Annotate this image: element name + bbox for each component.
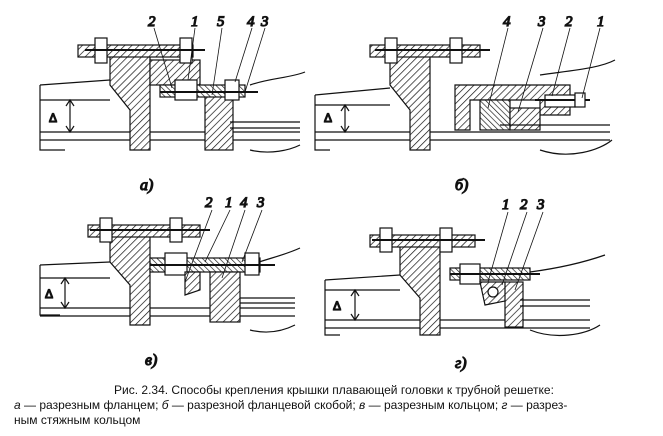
- caption-text-a: — разрезным фланцем;: [20, 398, 162, 412]
- panel-d-number-1: 1: [502, 197, 510, 213]
- panel-a-number-4: 4: [247, 14, 255, 30]
- caption-legend: а — разрезным фланцем; б — разрезной фла…: [14, 398, 654, 413]
- caption-key-g: г: [501, 398, 508, 412]
- panel-c-label: в): [145, 352, 157, 369]
- caption-key-b: б: [161, 398, 169, 412]
- figure-drawings: 2 1 5 4 3 Δ а) 4 3 2 1 Δ б): [39, 13, 616, 373]
- panel-b-number-1: 1: [597, 14, 605, 30]
- panel-c-number-4: 4: [240, 195, 248, 211]
- caption-text-b: — разрезной фланцевой скобой;: [168, 398, 360, 412]
- panel-a-number-5: 5: [217, 14, 225, 30]
- panel-c-number-2: 2: [205, 195, 213, 211]
- panel-a-number-3: 3: [260, 14, 269, 30]
- panel-d-number-3: 3: [536, 197, 545, 213]
- panel-a-drawing: [39, 27, 306, 153]
- panel-b-number-4: 4: [503, 14, 511, 30]
- panel-c-drawing: [39, 209, 301, 333]
- panel-b-dimension: Δ: [324, 111, 332, 125]
- figure-caption: Рис. 2.34. Способы крепления крышки плав…: [14, 383, 654, 428]
- panel-b-drawing: [314, 27, 616, 155]
- caption-text-v: — разрезным кольцом;: [365, 398, 502, 412]
- caption-key-v: в: [359, 398, 366, 412]
- caption-line-3: ным стяжным кольцом: [14, 413, 141, 427]
- caption-text-g: — разрез-: [507, 398, 568, 412]
- panel-a-number-2: 2: [148, 14, 156, 30]
- panel-c-number-1: 1: [225, 195, 233, 211]
- panel-b-number-3: 3: [537, 14, 546, 30]
- panel-a-label: а): [140, 177, 153, 194]
- panel-c-dimension: Δ: [45, 287, 53, 301]
- panel-d-dimension: Δ: [333, 299, 341, 313]
- caption-key-a: а: [14, 398, 21, 412]
- panel-d-number-2: 2: [520, 197, 528, 213]
- panel-c-number-3: 3: [256, 195, 265, 211]
- panel-b-label: б): [455, 177, 468, 194]
- panel-b-number-2: 2: [565, 14, 573, 30]
- panel-d-drawing: [324, 211, 606, 336]
- panel-d-label: г): [455, 355, 467, 372]
- caption-title: Рис. 2.34. Способы крепления крышки плав…: [114, 383, 554, 397]
- panel-a-dimension: Δ: [49, 111, 57, 125]
- panel-a-number-1: 1: [191, 14, 199, 30]
